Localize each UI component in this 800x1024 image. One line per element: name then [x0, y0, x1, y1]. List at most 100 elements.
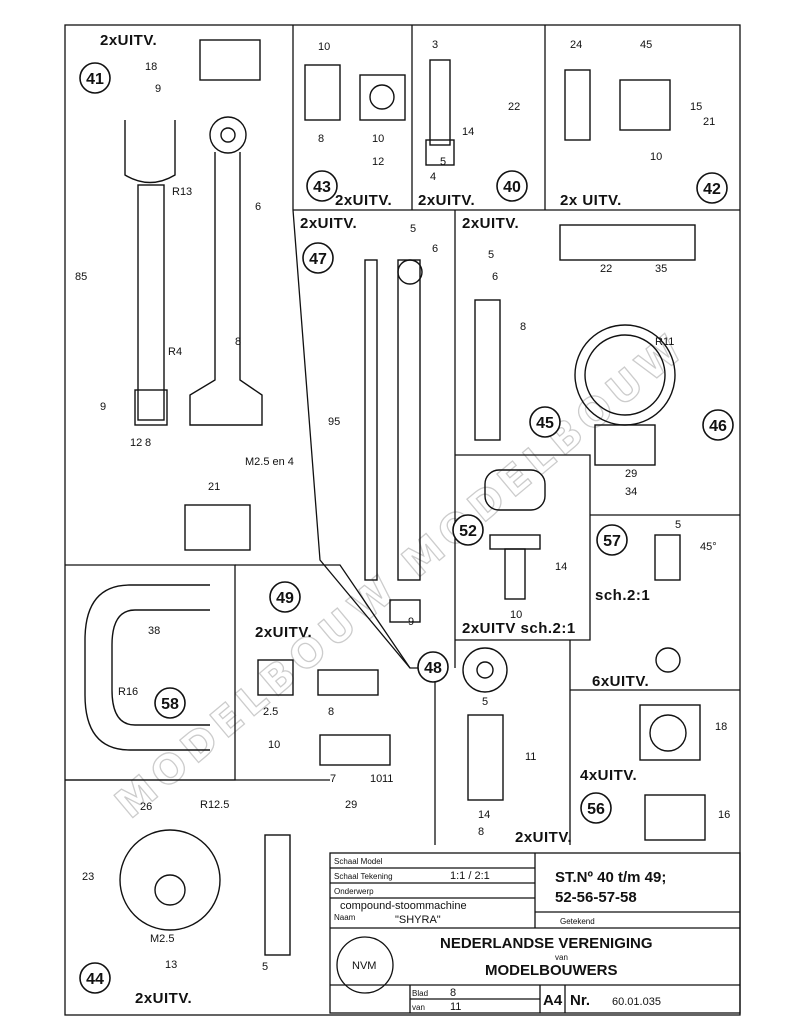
- dimension-p44-2: 23: [82, 871, 94, 883]
- part-57-quantity: sch.2:1: [595, 587, 650, 604]
- part-48-body: [467, 714, 504, 801]
- dimension-p45-1: 6: [492, 271, 498, 283]
- part-48-number: 48: [424, 660, 442, 677]
- part-52-quantity: 2xUITV sch.2:1: [462, 620, 576, 637]
- dimension-p44-1: R12.5: [200, 799, 229, 811]
- part-42-quantity: 2x UITV.: [560, 192, 622, 209]
- tb-value-subject: compound-stoommachine: [340, 900, 467, 912]
- part-41-top-block: [199, 39, 261, 81]
- part-41-balloon: [79, 62, 111, 94]
- tb-value-name: "SHYRA": [395, 914, 441, 926]
- part-47-number: 47: [309, 251, 327, 268]
- watermark-text: MODELBOUW MODELBOUW: [107, 323, 696, 827]
- part-48-outer: [462, 647, 508, 693]
- part-41-fork: [124, 120, 176, 184]
- part-41-eye: [209, 116, 247, 154]
- part-43-number: 43: [313, 179, 331, 196]
- part-58-number: 58: [161, 696, 179, 713]
- dimension-p41-4: 6: [255, 201, 261, 213]
- dimension-p40-2: 14: [462, 126, 474, 138]
- dimension-p42-0: 24: [570, 39, 582, 51]
- part-45-number: 45: [536, 415, 554, 432]
- dimension-p40-1: 22: [508, 101, 520, 113]
- divider-47-diagonal: [292, 209, 436, 845]
- part-49-square: [257, 659, 294, 696]
- part-45-body: [474, 299, 501, 441]
- part-linework: [84, 39, 706, 956]
- part-52-shank: [504, 548, 526, 600]
- tb-label-subject: Onderwerp: [334, 887, 374, 896]
- part-58-inner: [111, 609, 210, 726]
- part-52-plan: [484, 469, 546, 511]
- part-47-end: [389, 599, 421, 623]
- blad-label: Blad: [412, 989, 428, 998]
- dimension-p41-2: 85: [75, 271, 87, 283]
- part-48-inner: [476, 661, 494, 679]
- dimension-p49-3: 7: [330, 773, 336, 785]
- part-41-base-block: [184, 504, 251, 551]
- logo-text: NVM: [352, 960, 376, 972]
- nr-label: Nr.: [570, 992, 590, 1009]
- divider-52: [455, 454, 591, 641]
- dimension-p48-0: 5: [482, 696, 488, 708]
- van-value: 11: [450, 1001, 461, 1013]
- dimension-p41b-0: 21: [208, 481, 220, 493]
- dimension-p47-0: 5: [410, 223, 416, 235]
- part-46-bore: [584, 334, 666, 416]
- dimension-p46-3: 29: [625, 468, 637, 480]
- part-47-quantity: 2xUITV.: [300, 215, 357, 232]
- part-44-side: [264, 834, 291, 956]
- dimension-p46-0: 22: [600, 263, 612, 275]
- part-43-balloon: [306, 170, 338, 202]
- part-57-end: [655, 647, 681, 673]
- part-52-balloon: [452, 514, 484, 546]
- part-47-eye: [397, 259, 423, 285]
- dimension-p44-5: 5: [262, 961, 268, 973]
- part-57-balloon: [596, 524, 628, 556]
- tb-label-name: Naam: [334, 913, 356, 922]
- part-57-body: [654, 534, 681, 581]
- org-small: van: [555, 953, 568, 962]
- part-40-balloon: [496, 170, 528, 202]
- part-42-side: [564, 69, 591, 141]
- part-46-number: 46: [709, 418, 727, 435]
- dimension-p57-1: 45°: [700, 541, 717, 553]
- sheet-title-2: 52-56-57-58: [555, 889, 637, 906]
- title-block-frame: [329, 852, 741, 1014]
- org-line-1: NEDERLANDSE VERENIGING: [440, 935, 653, 952]
- dimension-p41-0: 18: [145, 61, 157, 73]
- watermark: MODELBOUW MODELBOUW: [106, 323, 696, 829]
- part-58-outer: [84, 584, 210, 751]
- part-41-foot: [134, 389, 168, 426]
- dimension-p42-1: 45: [640, 39, 652, 51]
- dimension-p41-5: R4: [168, 346, 182, 358]
- part-45-quantity: 2xUITV.: [462, 215, 519, 232]
- dimension-p49-2: 10: [268, 739, 280, 751]
- part-43-quantity: 2xUITV.: [335, 192, 392, 209]
- part-47-rod-thin: [364, 259, 378, 581]
- part-44-disc: [119, 829, 221, 931]
- part-40-head: [425, 139, 455, 166]
- part-46-foot: [594, 424, 656, 466]
- sheet-border: [64, 24, 741, 1016]
- dimension-p44-4: 13: [165, 959, 177, 971]
- dimension-p43-3: 12: [372, 156, 384, 168]
- part-49-balloon: [269, 581, 301, 613]
- dimension-p43-1: 8: [318, 133, 324, 145]
- van-label: van: [412, 1003, 425, 1012]
- dimension-p40-0: 3: [432, 39, 438, 51]
- sheet-title-1: ST.Nº 40 t/m 49;: [555, 869, 666, 886]
- part-56-number: 56: [587, 801, 605, 818]
- dimension-p41-8: 9: [100, 401, 106, 413]
- dimension-p47-1: 6: [432, 243, 438, 255]
- part-52-head: [489, 534, 541, 550]
- dimension-p42-2: 15: [690, 101, 702, 113]
- part-52-number: 52: [459, 523, 477, 540]
- part-42-number: 42: [703, 181, 721, 198]
- dimension-p49-6: 29: [345, 799, 357, 811]
- dimension-p48-3: 8: [478, 826, 484, 838]
- dimension-p56-0: 16: [718, 809, 730, 821]
- dimension-p45-2: 8: [520, 321, 526, 333]
- dimension-p52-0: 10: [510, 609, 522, 621]
